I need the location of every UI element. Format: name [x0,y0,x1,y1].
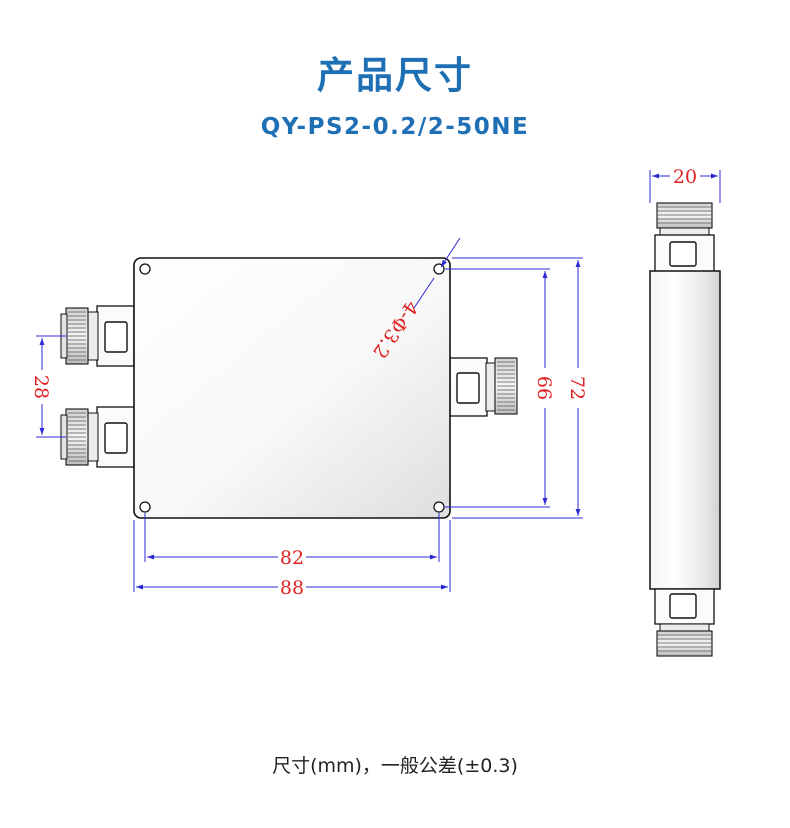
mounting-hole-bottom-right [433,501,445,513]
mounting-hole-top-left [139,263,151,275]
sma-connector-left-upper [60,305,135,367]
sma-connector-right [449,357,518,417]
tolerance-note: 尺寸(mm)，一般公差(±0.3) [272,755,518,777]
front-view [60,257,518,519]
front-view-dimensions [36,237,583,592]
dim-label-height: 72 [566,376,588,400]
dim-label-side-width: 20 [673,166,697,188]
dim-label-length: 88 [280,577,304,599]
splitter-side-body [649,270,721,590]
side-view [649,202,721,657]
model-number: QY-PS2-0.2/2-50NE [260,114,530,140]
mounting-hole-bottom-left [139,501,151,513]
side-view-dimensions [649,170,721,203]
dim-label-hole-horizontal: 82 [280,547,304,569]
splitter-body [133,257,451,519]
page-title: 产品尺寸 [317,54,473,97]
sma-connector-left-lower [60,406,135,468]
dim-label-hole-vertical: 66 [533,376,555,400]
dim-label-port-spacing: 28 [30,375,52,399]
